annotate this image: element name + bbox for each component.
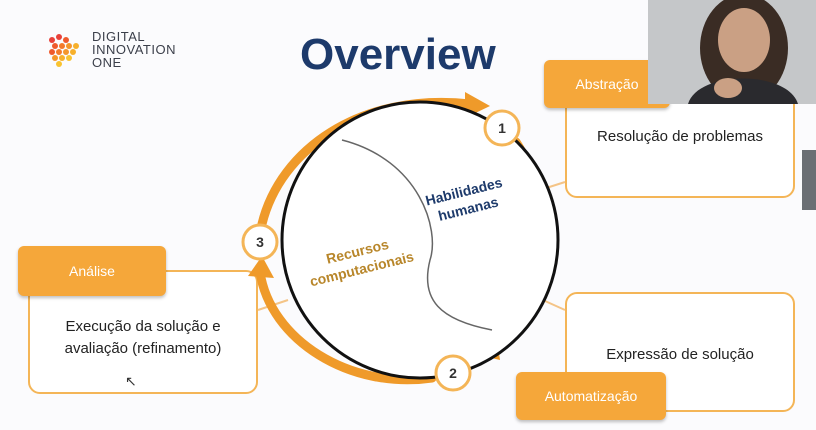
arc-2-to-3: [255, 267, 437, 385]
logo-line-2: INNOVATION: [92, 42, 176, 57]
step-1-badge: [483, 109, 521, 147]
divider-curve: [341, 139, 493, 331]
abstracao-card-text: Resolução de problemas: [597, 128, 763, 145]
logo-line-1: DIGITAL: [92, 29, 146, 44]
analise-tag: Análise: [18, 246, 166, 296]
slide-title: Overview: [300, 30, 496, 79]
analise-card-text-line1: Execução da solução e: [65, 318, 221, 335]
step-2-label: 2: [449, 365, 457, 381]
automatizacao-tag: Automatização: [516, 372, 666, 420]
logo-line-3: ONE: [92, 55, 122, 70]
digital-innovation-one-logo: DIGITAL INNOVATION ONE: [46, 30, 206, 74]
analise-card-text-line2: avaliação (refinamento): [64, 340, 222, 357]
step-1-label: 1: [498, 120, 506, 136]
automatizacao-card-text: Expressão de solução: [606, 346, 754, 363]
logo-mark-icon: [49, 34, 79, 67]
presenter-video-icon: [648, 0, 816, 104]
webcam-video: [648, 0, 816, 104]
mouse-cursor-icon: ↖: [125, 373, 137, 389]
arrowhead-3: [248, 256, 274, 278]
step-2-badge: [434, 354, 472, 392]
logo-wordmark: DIGITAL INNOVATION ONE: [92, 30, 176, 69]
main-circle: [280, 100, 560, 380]
step-3-badge: [241, 223, 279, 261]
step-3-label: 3: [256, 234, 264, 250]
side-scrollbar[interactable]: [802, 150, 816, 210]
abstracao-card: [565, 92, 795, 198]
analise-card-text: Execução da solução e avaliação (refinam…: [38, 316, 248, 360]
